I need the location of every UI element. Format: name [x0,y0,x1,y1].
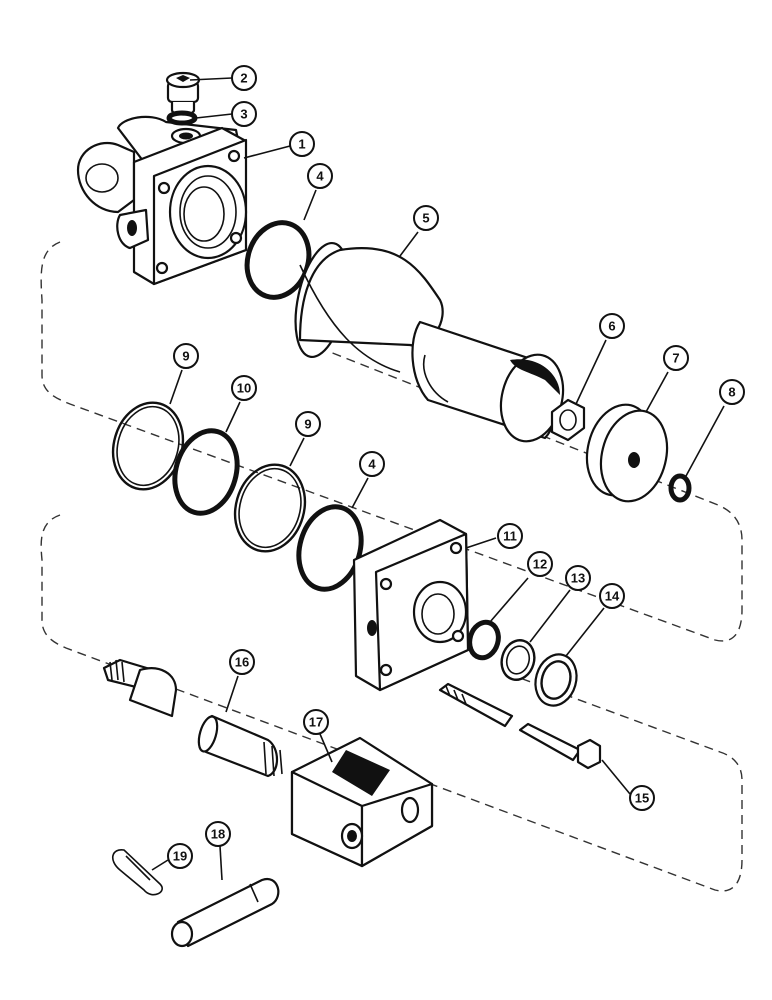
callout-4-upper: 4 [307,163,333,189]
callout-8-label: 8 [728,385,735,400]
callout-17-label: 17 [309,715,323,730]
callout-16: 16 [229,649,255,675]
callout-7-label: 7 [672,351,679,366]
callout-6-label: 6 [608,319,615,334]
callout-5: 5 [413,205,439,231]
callout-3-label: 3 [240,107,247,122]
callout-11: 11 [497,523,523,549]
callout-9-right: 9 [295,411,321,437]
callout-7: 7 [663,345,689,371]
group-outline-lower [40,514,743,892]
callout-1-label: 1 [298,137,305,152]
callout-12-label: 12 [533,557,547,572]
part-5-cylinder-tube [294,241,565,443]
callout-2-label: 2 [240,71,247,86]
part-16-piston-rod [102,658,283,778]
callout-4-upper-label: 4 [316,169,324,184]
part-15-tie-rod-bolt [438,682,602,770]
callout-19-label: 19 [173,849,187,864]
part-8-o-ring [668,473,692,503]
callout-10-label: 10 [237,381,251,396]
part-13-washer [500,639,536,681]
part-9-backup-ring-left [111,401,185,491]
callout-19: 19 [167,843,193,869]
callout-6: 6 [599,313,625,339]
callout-11-label: 11 [503,529,517,544]
callout-16-label: 16 [235,655,249,670]
part-14-seal [534,653,578,707]
callout-2: 2 [231,65,257,91]
part-19-cotter-pin [112,849,163,896]
part-6-nut [550,398,586,442]
callout-14: 14 [599,583,625,609]
callout-18-label: 18 [211,827,225,842]
callout-5-label: 5 [422,211,429,226]
callout-13-label: 13 [571,571,585,586]
part-4-o-ring-lower [296,504,364,592]
callout-12: 12 [527,551,553,577]
callout-4-lower: 4 [359,451,385,477]
part-17-clevis [290,736,434,868]
callout-9-left: 9 [173,343,199,369]
callout-4-lower-label: 4 [368,457,376,472]
part-12-o-ring [467,619,501,661]
part-9-backup-ring-right [233,463,307,553]
callout-18: 18 [205,821,231,847]
group-outline-upper [40,241,743,642]
part-1-cylinder-base-end [76,115,248,286]
callout-1: 1 [289,131,315,157]
part-10-o-ring [172,428,240,516]
leader-lines [151,77,725,881]
callout-8: 8 [719,379,745,405]
callout-15-label: 15 [635,791,649,806]
callout-9-right-label: 9 [304,417,311,432]
callout-10: 10 [231,375,257,401]
callout-9-left-label: 9 [182,349,189,364]
callout-13: 13 [565,565,591,591]
callout-17: 17 [303,709,329,735]
part-18-pin [170,877,280,948]
part-3-o-ring [166,110,198,126]
callout-14-label: 14 [605,589,620,604]
part-7-piston [585,403,669,503]
part-11-rod-end-gland [352,518,470,692]
callout-3: 3 [231,101,257,127]
callout-15: 15 [629,785,655,811]
